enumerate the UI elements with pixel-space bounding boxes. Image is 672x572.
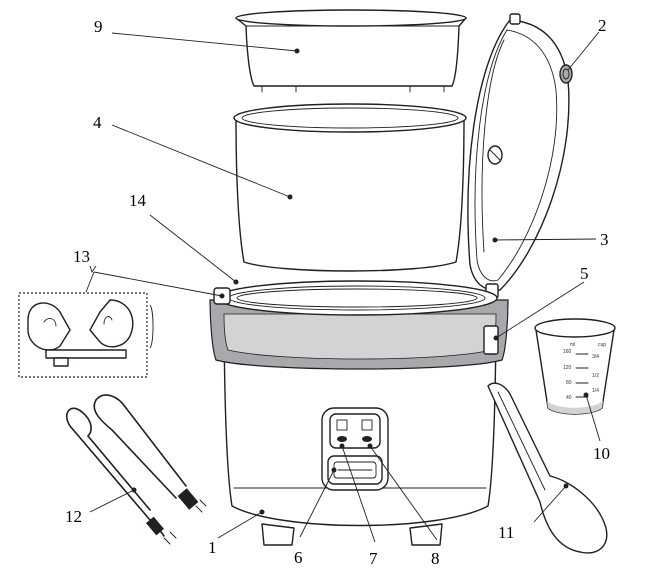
outer-lid xyxy=(467,13,573,299)
power-cord xyxy=(66,394,207,545)
callout-12: 12 xyxy=(65,507,82,526)
cup-mark-160: 160 xyxy=(563,349,572,355)
callout-2: 2 xyxy=(598,16,607,35)
steamer-tray xyxy=(235,9,467,93)
cook-indicator-light xyxy=(337,436,347,442)
callout-9: 9 xyxy=(94,17,103,36)
callout-labels: 9 2 4 14 3 13 5 10 12 11 1 6 7 8 xyxy=(65,16,610,568)
cup-mark-ml: ml xyxy=(570,342,575,348)
cup-mark-1-2: 1/2 xyxy=(592,373,599,379)
callout-7: 7 xyxy=(369,549,378,568)
cup-mark-40: 40 xyxy=(566,395,572,401)
cup-mark-1-4: 1/4 xyxy=(592,388,599,394)
callout-6: 6 xyxy=(294,548,303,567)
cup-mark-3-4: 3/4 xyxy=(592,354,599,360)
callout-4: 4 xyxy=(93,113,102,132)
leader-lines xyxy=(85,31,601,543)
condensation-collector-inset xyxy=(18,292,154,378)
callout-1: 1 xyxy=(208,538,217,557)
callout-13: 13 xyxy=(73,247,90,266)
warm-indicator-light xyxy=(362,436,372,442)
rice-paddle xyxy=(487,382,608,554)
callout-14: 14 xyxy=(129,191,147,210)
cup-scale-marks: ml cup 160 120 80 40 3/4 1/2 1/4 xyxy=(563,342,606,401)
callout-8: 8 xyxy=(431,549,440,568)
control-panel xyxy=(321,407,389,491)
cup-mark-80: 80 xyxy=(566,380,572,386)
measuring-cup: ml cup 160 120 80 40 3/4 1/2 1/4 xyxy=(534,318,616,415)
steam-vent xyxy=(559,64,573,84)
callout-5: 5 xyxy=(580,264,589,283)
cup-mark-cup: cup xyxy=(598,342,606,348)
callout-3: 3 xyxy=(600,230,609,249)
inner-pot xyxy=(233,103,467,272)
callout-11: 11 xyxy=(498,523,514,542)
callout-10: 10 xyxy=(593,444,610,463)
cup-mark-120: 120 xyxy=(563,365,572,371)
